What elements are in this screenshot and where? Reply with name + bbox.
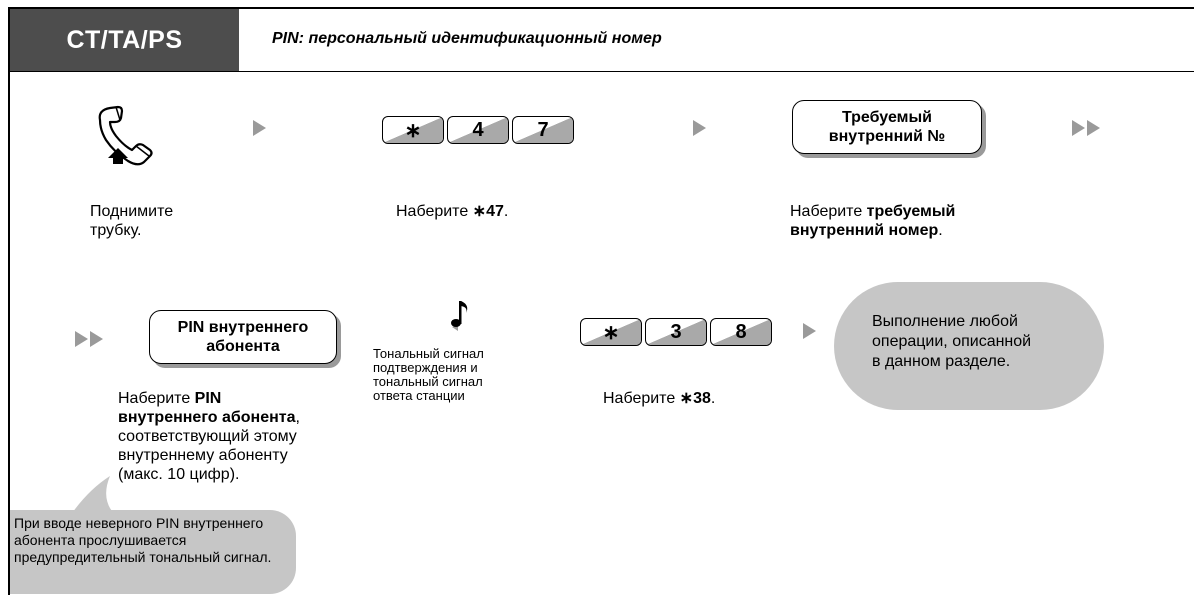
target-extension-box: Требуемый внутренний № xyxy=(792,100,982,154)
key-star: ∗ xyxy=(382,116,444,144)
frame-left-border xyxy=(8,7,10,595)
pin-definition: PIN: персональный идентификационный номе… xyxy=(272,30,662,47)
step4-caption: Наберите PIN внутреннего абонента, соотв… xyxy=(118,390,300,483)
result-blob xyxy=(834,282,1104,410)
step3-caption: Наберите требуемый внутренний номер. xyxy=(790,203,956,239)
key-star: ∗ xyxy=(580,318,642,346)
tone-caption: Тональный сигнал подтверждения и тональн… xyxy=(373,346,484,403)
handset-lift-icon xyxy=(94,104,174,172)
key-4: 4 xyxy=(447,116,509,144)
double-arrow-icon xyxy=(1072,120,1100,136)
step2-caption: Наберите ∗47. xyxy=(396,203,509,220)
music-note-icon xyxy=(448,297,472,333)
double-arrow-icon xyxy=(75,331,103,347)
key-3: 3 xyxy=(645,318,707,346)
note-bubble-tail xyxy=(70,476,116,516)
arrow-right-icon xyxy=(253,120,266,136)
key-sequence-47: ∗ 4 7 xyxy=(382,116,574,144)
note-bubble xyxy=(10,510,296,594)
arrow-right-icon xyxy=(693,120,706,136)
step1-caption: Поднимите трубку. xyxy=(90,203,174,239)
step5-caption: Наберите ∗38. xyxy=(603,390,716,407)
frame-top-border xyxy=(8,7,1194,9)
header-bar xyxy=(10,9,1194,72)
phone-type-badge: CT/TA/PS xyxy=(10,9,239,71)
key-7: 7 xyxy=(512,116,574,144)
arrow-right-icon xyxy=(803,323,816,339)
key-sequence-38: ∗ 3 8 xyxy=(580,318,772,346)
result-text: Выполнение любой операции, описанной в д… xyxy=(872,313,1032,370)
key-8: 8 xyxy=(710,318,772,346)
extension-pin-box: PIN внутреннего абонента xyxy=(149,310,337,364)
note-text: При вводе неверного PIN внутреннего абон… xyxy=(14,515,272,565)
